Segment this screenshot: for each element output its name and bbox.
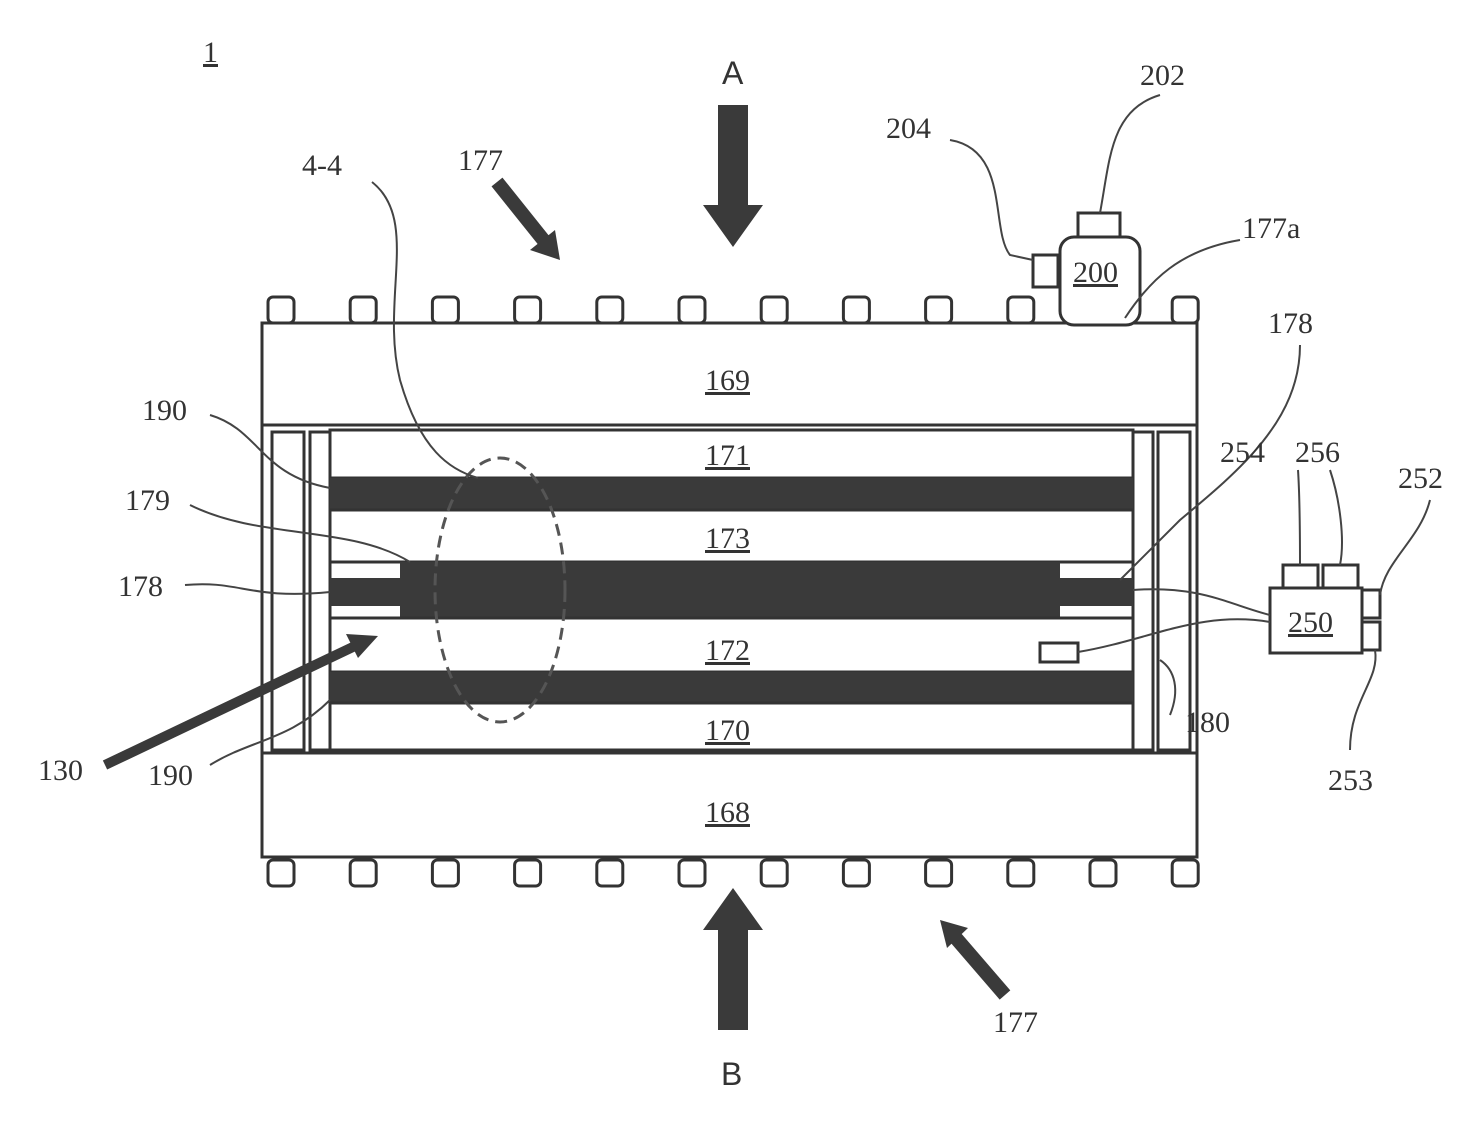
connector-256 — [1323, 565, 1358, 588]
label-250: 250 — [1288, 606, 1333, 639]
label-178-right: 178 — [1268, 307, 1313, 340]
plate-bump — [843, 297, 869, 323]
label-202: 202 — [1140, 59, 1185, 92]
plate-bump — [926, 860, 952, 886]
arrow-A — [703, 105, 763, 247]
leader-252 — [1380, 500, 1430, 595]
label-256: 256 — [1295, 436, 1340, 469]
label-173: 173 — [705, 522, 750, 555]
plate-bump — [679, 860, 705, 886]
bottom-bumps — [268, 860, 1198, 886]
plate-bump — [1090, 860, 1116, 886]
label-171: 171 — [705, 439, 750, 472]
label-130: 130 — [38, 754, 83, 787]
label-190-bottom: 190 — [148, 759, 193, 792]
label-4-4: 4-4 — [302, 149, 342, 182]
label-B: B — [721, 1056, 742, 1092]
plate-bump — [432, 860, 458, 886]
plate-bump — [268, 297, 294, 323]
label-253: 253 — [1328, 764, 1373, 797]
connector-254 — [1283, 565, 1318, 588]
label-172: 172 — [705, 634, 750, 667]
label-204: 204 — [886, 112, 931, 145]
leader-253 — [1350, 650, 1376, 750]
membrane-179 — [400, 562, 1060, 618]
leader-254 — [1298, 470, 1300, 565]
label-190-top: 190 — [142, 394, 187, 427]
label-179: 179 — [125, 484, 170, 517]
plate-bump — [350, 297, 376, 323]
right-seal-inner — [1133, 432, 1153, 750]
plate-bump — [1172, 860, 1198, 886]
label-177a: 177a — [1242, 212, 1300, 245]
plate-bump — [597, 860, 623, 886]
leader-256 — [1330, 470, 1342, 565]
label-170: 170 — [705, 714, 750, 747]
label-177-top: 177 — [458, 144, 503, 177]
arrow-177-bottom — [940, 920, 1005, 995]
sensor-180 — [1040, 643, 1078, 662]
plate-bump — [515, 297, 541, 323]
label-177-bottom: 177 — [993, 1006, 1038, 1039]
label-254: 254 — [1220, 436, 1265, 469]
label-180: 180 — [1185, 706, 1230, 739]
arrow-177-top — [497, 182, 560, 260]
label-200: 200 — [1073, 256, 1118, 289]
label-168: 168 — [705, 796, 750, 829]
plate-bump — [597, 297, 623, 323]
leader-204 — [950, 140, 1033, 260]
plate-bump — [761, 297, 787, 323]
label-252: 252 — [1398, 462, 1443, 495]
plate-bump — [1008, 860, 1034, 886]
plate-bump — [843, 860, 869, 886]
plate-bump — [515, 860, 541, 886]
plate-bump — [1008, 297, 1034, 323]
label-169: 169 — [705, 364, 750, 397]
plate-bump — [926, 297, 952, 323]
connector-204 — [1033, 255, 1058, 287]
connector-202 — [1078, 213, 1120, 237]
plate-bump — [761, 860, 787, 886]
plate-bump — [1172, 297, 1198, 323]
leader-202 — [1100, 95, 1160, 213]
plate-bump — [350, 860, 376, 886]
plate-bump — [268, 860, 294, 886]
figure-number: 1 — [203, 36, 218, 69]
label-178-left: 178 — [118, 570, 163, 603]
label-A: A — [722, 55, 744, 91]
plate-bump — [679, 297, 705, 323]
arrow-B — [703, 888, 763, 1030]
plate-bump — [432, 297, 458, 323]
